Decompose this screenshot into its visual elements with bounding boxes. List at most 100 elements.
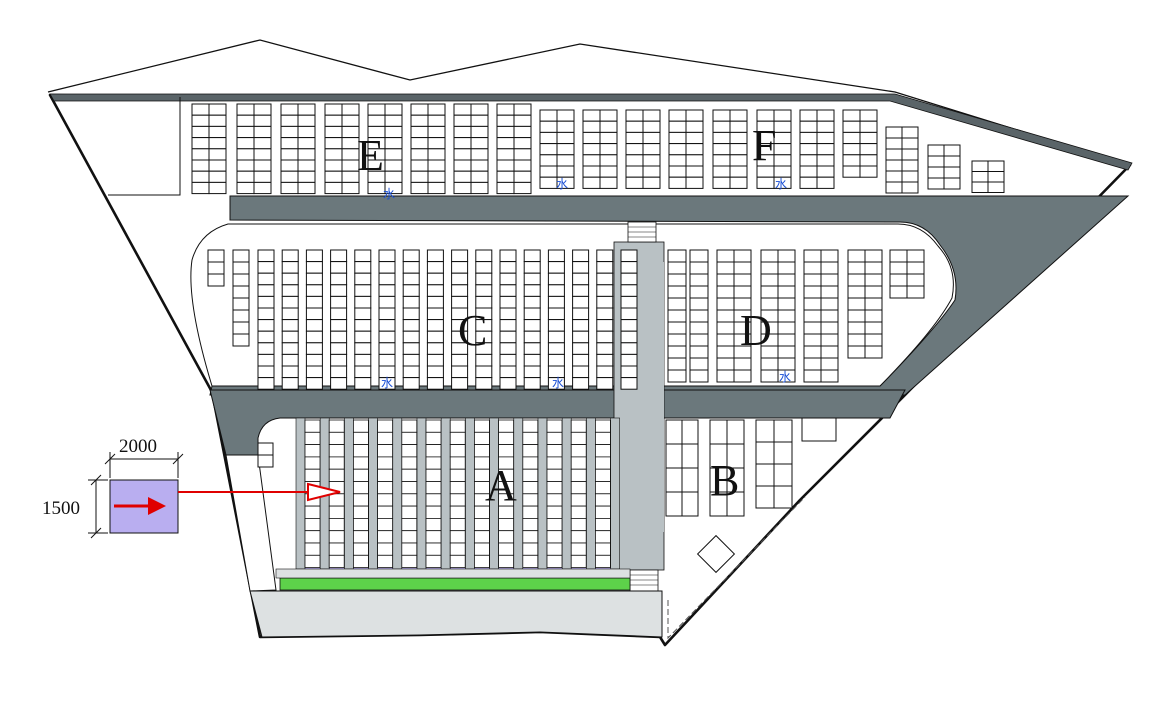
- plot-block-ef: [297, 148, 316, 161]
- plot-block-c: [257, 307, 275, 321]
- plot-block-c: [257, 365, 275, 379]
- plot-block-ef: [324, 137, 343, 150]
- plot-block-a: [352, 456, 369, 470]
- plot-block-a: [304, 468, 321, 482]
- plot-block-c: [620, 284, 638, 297]
- plot-block-c: [402, 261, 420, 274]
- plot-block-c: [426, 377, 444, 390]
- plot-block-c: [378, 284, 396, 297]
- plot-block-c: [207, 273, 225, 287]
- plot-block-c: [572, 295, 590, 309]
- plot-block-ef: [191, 137, 210, 150]
- plot-block-ef: [773, 109, 792, 122]
- plot-block-d: [820, 357, 839, 371]
- plot-block-ef: [556, 131, 575, 145]
- plot-block-ef: [625, 131, 644, 145]
- plot-block-d: [847, 345, 866, 359]
- plot-block-d: [689, 273, 709, 287]
- plot-block-ef: [599, 176, 618, 189]
- plot-block-b: [665, 467, 683, 493]
- water-mark: 水: [779, 370, 791, 384]
- plot-block-c: [499, 272, 517, 286]
- plot-block-ef: [384, 137, 403, 150]
- plot-block-a: [522, 419, 539, 433]
- plot-block-ef: [556, 120, 575, 133]
- plot-block-ef: [582, 120, 601, 133]
- plot-block-ef: [599, 143, 618, 156]
- plot-block-ef: [367, 103, 386, 116]
- plot-block-c: [402, 249, 420, 263]
- plot-block-d: [716, 273, 735, 287]
- plot-block-ef: [191, 114, 210, 127]
- plot-block-c: [378, 295, 396, 309]
- plot-block-c: [257, 353, 275, 367]
- plot-block-a: [377, 481, 394, 495]
- plot-block-c: [402, 284, 420, 297]
- plot-block-ef: [453, 148, 472, 161]
- plot-block-d: [777, 369, 796, 383]
- plot-block-ef: [943, 166, 961, 179]
- plot-block-a: [328, 542, 345, 556]
- plot-block-ef: [208, 159, 227, 172]
- plot-block-ef: [513, 148, 532, 161]
- plot-block-d: [777, 345, 796, 359]
- plot-block-ef: [496, 137, 515, 150]
- plot-block-c: [257, 342, 275, 355]
- plot-block-ef: [729, 176, 748, 189]
- plot-block-c: [330, 330, 348, 344]
- plot-block-ef: [971, 160, 989, 172]
- plot-block-b: [665, 419, 683, 445]
- plot-block-ef: [236, 148, 255, 161]
- plot-block-a: [449, 419, 466, 433]
- plot-block-c: [523, 307, 541, 321]
- plot-block-c: [426, 307, 444, 321]
- plot-block-d: [864, 297, 883, 311]
- aisle: [586, 417, 596, 570]
- plot-block-c: [475, 377, 493, 390]
- plot-block-ef: [496, 114, 515, 127]
- plot-block-d: [733, 357, 752, 371]
- plot-block-c: [354, 272, 372, 286]
- plot-block-d: [906, 285, 925, 299]
- plot-block-a: [546, 456, 563, 470]
- plot-block-d: [689, 321, 709, 335]
- plot-block-c: [232, 249, 250, 263]
- plot-block-ef: [729, 165, 748, 178]
- plot-block-ef: [712, 165, 731, 178]
- plot-block-c: [281, 261, 299, 274]
- plot-block-c: [475, 284, 493, 297]
- plot-block-a: [425, 554, 442, 568]
- plot-block-c: [281, 272, 299, 286]
- plot-block-ef: [453, 114, 472, 127]
- plot-block-a: [425, 481, 442, 495]
- plot-block-d: [864, 261, 883, 275]
- water-mark: 水: [775, 177, 787, 191]
- plot-block-ef: [599, 154, 618, 167]
- plot-block-c: [232, 333, 250, 347]
- plot-block-ef: [496, 103, 515, 116]
- plot-block-ef: [280, 103, 299, 116]
- plot-block-ef: [280, 125, 299, 139]
- plot-block-d: [803, 333, 822, 347]
- plot-block-ef: [208, 170, 227, 183]
- plot-block-ef: [410, 103, 429, 116]
- plot-block-d: [820, 369, 839, 383]
- plot-block-ef: [642, 109, 661, 122]
- plot-block-c: [378, 353, 396, 367]
- plot-block-c: [354, 377, 372, 390]
- plot-block-a: [522, 444, 539, 458]
- plot-block-c: [330, 353, 348, 367]
- plot-block-c: [523, 365, 541, 379]
- plot-block-d: [864, 273, 883, 287]
- plot-block-c: [499, 249, 517, 263]
- plot-block-c: [499, 365, 517, 379]
- zone-label-a: A: [485, 461, 517, 510]
- plot-block-ef: [324, 148, 343, 161]
- plot-block-a: [473, 444, 490, 458]
- plot-block-c: [547, 330, 565, 344]
- plot-block-b: [681, 467, 699, 493]
- plot-block-a: [473, 431, 490, 445]
- plot-block-a: [304, 554, 321, 568]
- plot-block-ef: [453, 103, 472, 116]
- plot-block-a: [449, 542, 466, 556]
